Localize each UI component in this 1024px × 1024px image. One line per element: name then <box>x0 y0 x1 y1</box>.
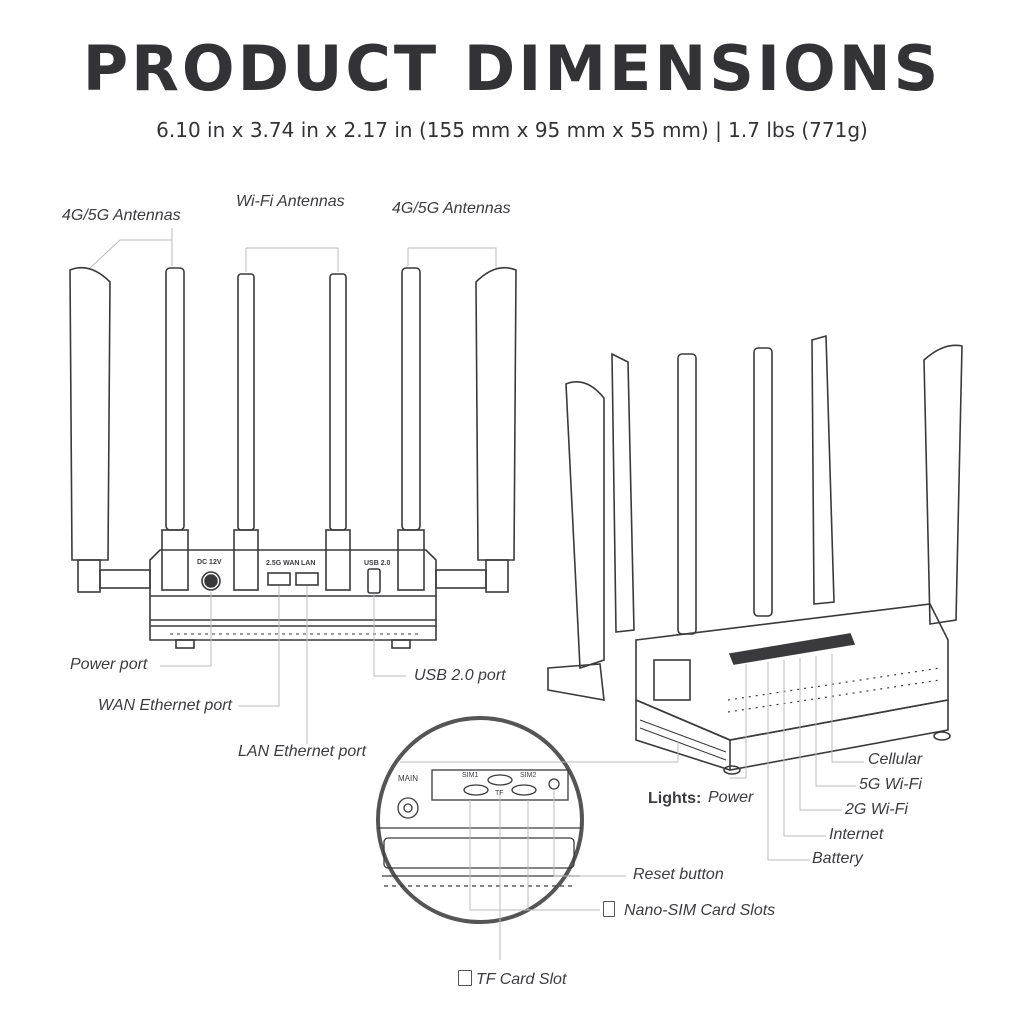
wan-ethernet-port-label: WAN Ethernet port <box>98 697 232 714</box>
dc-port-silkscreen: DC 12V <box>197 559 222 566</box>
sim-card-icon <box>603 901 615 917</box>
tf-silkscreen: TF <box>495 790 504 797</box>
lights-title: Lights: <box>648 790 702 807</box>
right-cellular-antennas-label: 4G/5G Antennas <box>392 200 511 217</box>
left-cellular-antennas-label: 4G/5G Antennas <box>62 207 181 224</box>
page-title: PRODUCT DIMENSIONS <box>82 32 942 105</box>
light-2g-wifi-label: 2G Wi-Fi <box>845 801 908 818</box>
light-5g-wifi-label: 5G Wi-Fi <box>859 776 922 793</box>
usb-port-label: USB 2.0 port <box>414 667 506 684</box>
lan-port-silkscreen: LAN <box>301 560 316 567</box>
dimensions-subtitle: 6.10 in x 3.74 in x 2.17 in (155 mm x 95… <box>156 118 868 142</box>
usb-port-silkscreen: USB 2.0 <box>364 560 391 567</box>
sim1-silkscreen: SIM1 <box>462 772 479 779</box>
reset-button-label: Reset button <box>633 866 724 883</box>
tf-card-slot-label: TF Card Slot <box>476 971 567 988</box>
light-cellular-label: Cellular <box>868 751 923 768</box>
lan-ethernet-port-label: LAN Ethernet port <box>238 743 367 760</box>
light-battery-label: Battery <box>812 850 863 867</box>
nano-sim-slots-label: Nano-SIM Card Slots <box>624 902 776 919</box>
tf-card-icon <box>458 970 472 986</box>
wifi-antennas-label: Wi-Fi Antennas <box>236 193 345 210</box>
wan-port-silkscreen: 2.5G WAN <box>266 560 300 567</box>
power-port-label: Power port <box>70 656 148 673</box>
light-power-label: Power <box>708 789 754 806</box>
sim2-silkscreen: SIM2 <box>520 772 537 779</box>
light-internet-label: Internet <box>829 826 884 843</box>
main-antenna-silkscreen: MAIN <box>398 774 418 783</box>
